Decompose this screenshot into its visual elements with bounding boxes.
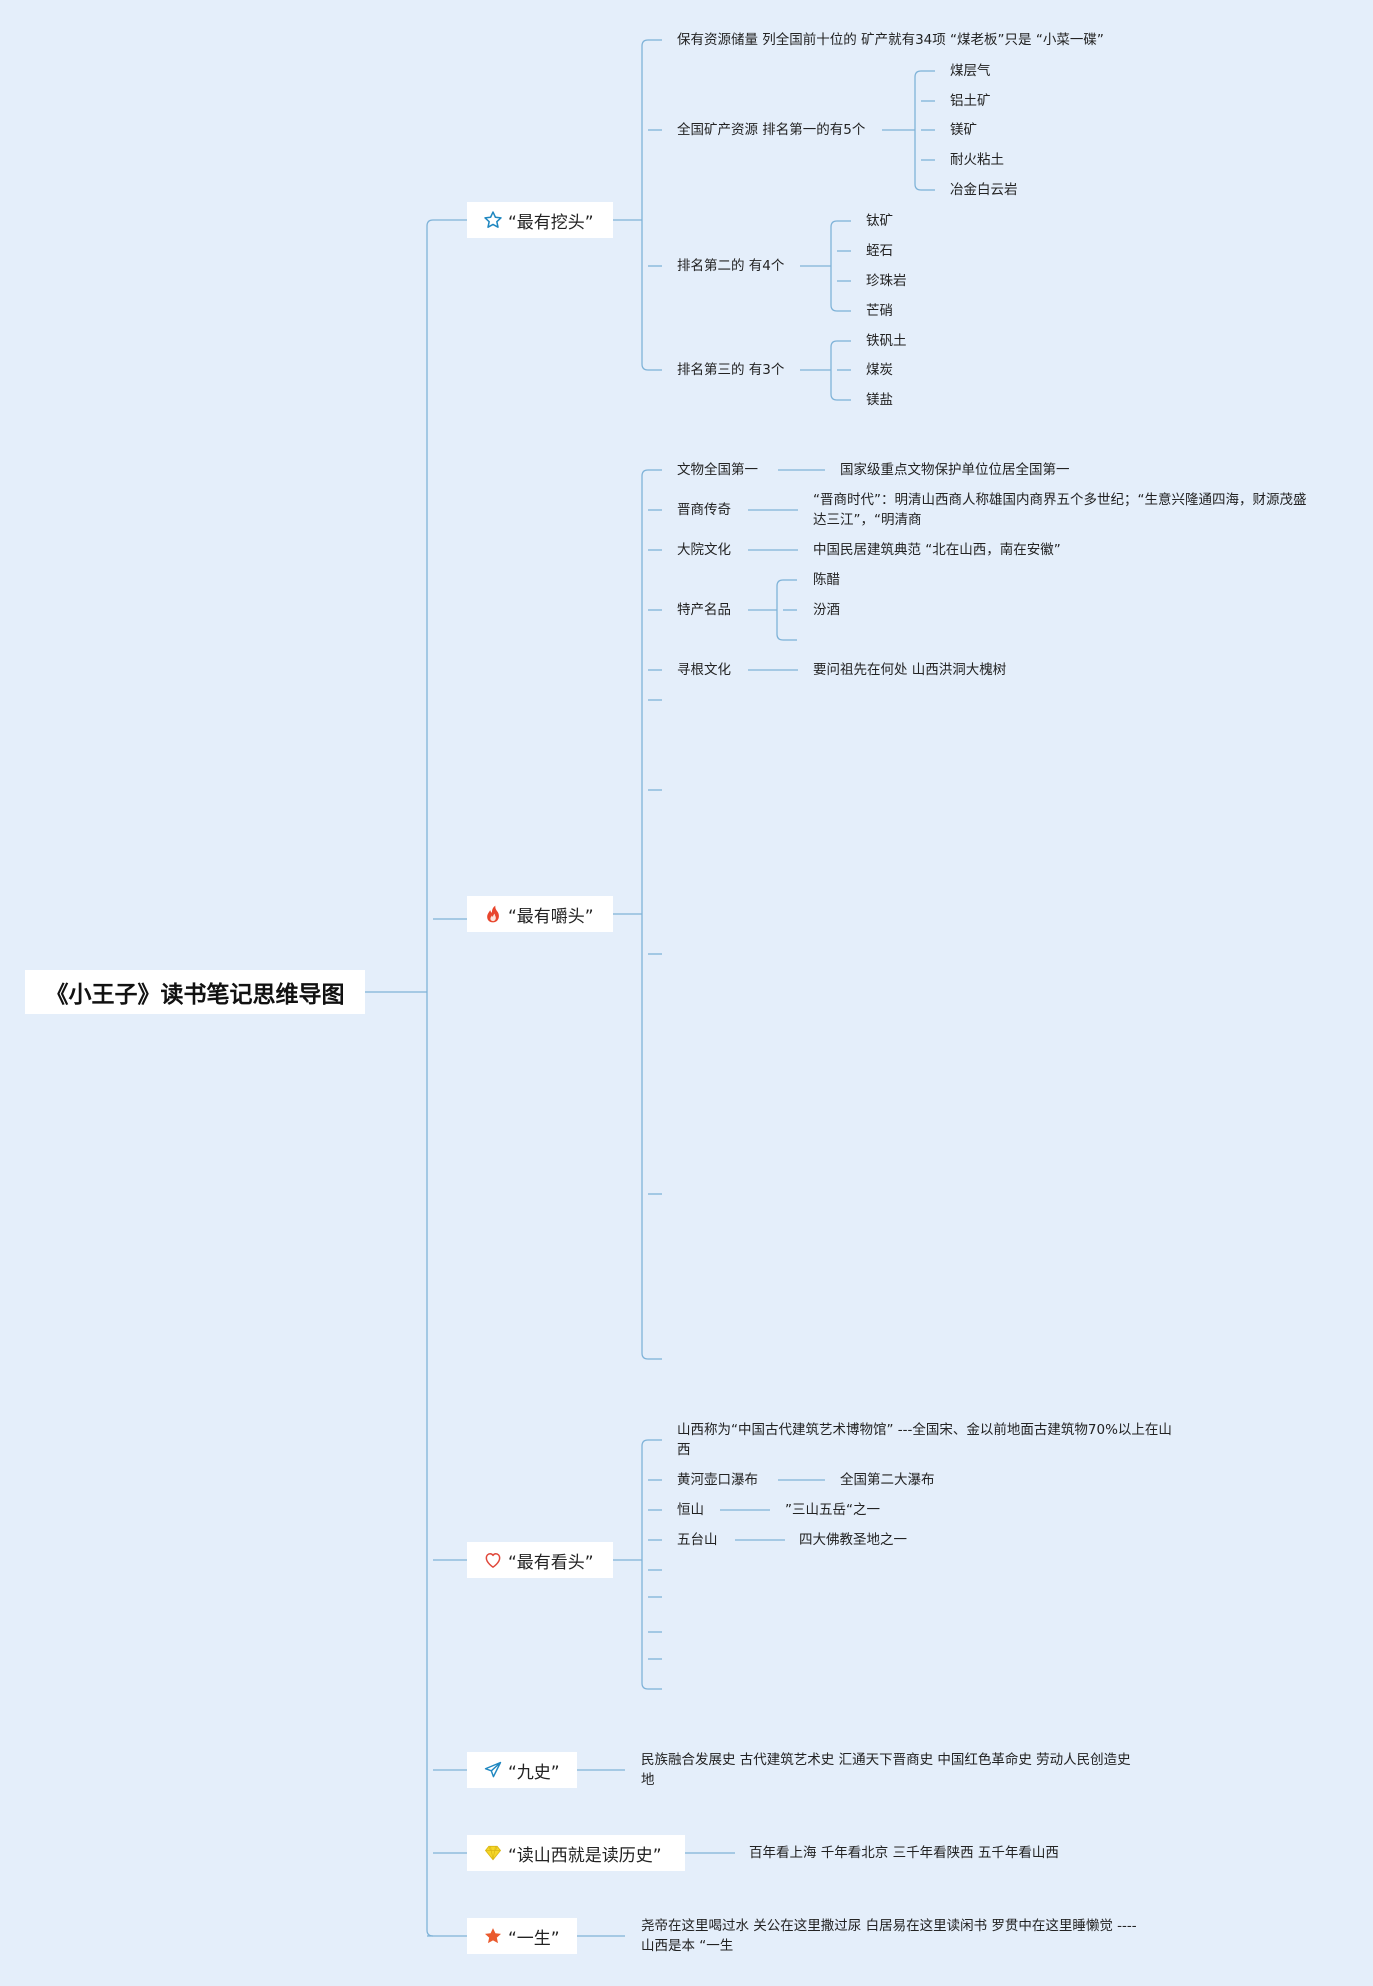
b1-b-child: 铝土矿	[950, 93, 991, 109]
b2-specialty: 陈醋	[813, 572, 840, 588]
b1-c-child: 钛矿	[866, 213, 893, 229]
b4-detail: 民族融合发展史 古代建筑艺术史 汇通天下晋商史 中国红色革命史 劳动人民创造史 …	[641, 1752, 1131, 1788]
b1-item-reserves: 保有资源储量 列全国前十位的 矿产就有34项 “煤老板”只是 “小菜一碟”	[677, 32, 1104, 48]
diamond-icon	[482, 1842, 504, 1864]
b1-b-child: 冶金白云岩	[950, 182, 1018, 198]
b1-item-rank-first: 全国矿产资源 排名第一的有5个	[677, 122, 866, 138]
b6-detail: 尧帝在这里喝过水 关公在这里撒过尿 白居易在这里读闲书 罗贯中在这里睡懒觉 --…	[641, 1918, 1137, 1954]
b3-item-hengshan: 恒山	[677, 1502, 704, 1518]
branch-label: “读山西就是读历史”	[508, 1845, 662, 1866]
b5-detail: 百年看上海 千年看北京 三千年看陕西 五千年看山西	[749, 1845, 1059, 1861]
star-filled-icon	[482, 1925, 504, 1947]
branch-label: “最有挖头”	[508, 212, 594, 233]
paper-plane-icon	[482, 1759, 504, 1781]
b3-hengshan-detail: ”三山五岳“之一	[785, 1502, 880, 1518]
b3-item-hukou: 黄河壶口瀑布	[677, 1472, 758, 1488]
b3-item-museum: 山西称为“中国古代建筑艺术博物馆” ---全国宋、金以前地面古建筑物70%以上在…	[677, 1422, 1172, 1458]
b1-d-child: 铁矾土	[866, 333, 907, 349]
branch-yisheng[interactable]: “一生”	[467, 1918, 577, 1954]
b1-b-child: 耐火粘土	[950, 152, 1004, 168]
b2-item-jinshang: 晋商传奇	[677, 502, 731, 518]
branch-zuiyoukantou[interactable]: “最有看头”	[467, 1542, 613, 1578]
branch-label: “九史”	[508, 1762, 560, 1783]
branch-zuiyoujiaotou[interactable]: “最有嚼头”	[467, 896, 613, 932]
b1-item-rank-third: 排名第三的 有3个	[677, 362, 785, 378]
b2-item-relics: 文物全国第一	[677, 462, 758, 478]
b2-specialty: 汾酒	[813, 602, 840, 618]
branch-jiushi[interactable]: “九史”	[467, 1752, 577, 1788]
b1-d-child: 煤炭	[866, 362, 893, 378]
b2-item-courtyard: 大院文化	[677, 542, 731, 558]
b1-b-child: 煤层气	[950, 63, 991, 79]
b1-c-child: 珍珠岩	[866, 273, 907, 289]
b2-courtyard-detail: 中国民居建筑典范 “北在山西，南在安徽”	[813, 542, 1061, 558]
fire-icon	[482, 903, 504, 925]
b2-roots-detail: 要问祖先在何处 山西洪洞大槐树	[813, 662, 1007, 678]
b2-item-specialties: 特产名品	[677, 602, 731, 618]
branch-zuiyouwatou[interactable]: “最有挖头”	[467, 202, 613, 238]
branch-label: “最有嚼头”	[508, 906, 594, 927]
b3-item-wutaishan: 五台山	[677, 1532, 718, 1548]
branch-label: “一生”	[508, 1928, 560, 1949]
b1-c-child: 蛭石	[866, 243, 893, 259]
b1-b-child: 镁矿	[950, 122, 977, 138]
b2-relics-detail: 国家级重点文物保护单位位居全国第一	[840, 462, 1070, 478]
b1-d-child: 镁盐	[866, 392, 893, 408]
b3-wutaishan-detail: 四大佛教圣地之一	[799, 1532, 907, 1548]
b3-hukou-detail: 全国第二大瀑布	[840, 1472, 935, 1488]
b1-item-rank-second: 排名第二的 有4个	[677, 258, 785, 274]
branch-label: “最有看头”	[508, 1552, 594, 1573]
branch-du-shanxi[interactable]: “读山西就是读历史”	[467, 1835, 685, 1871]
b1-c-child: 芒硝	[866, 303, 893, 319]
heart-outline-icon	[482, 1549, 504, 1571]
b2-jinshang-detail: “晋商时代”：明清山西商人称雄国内商界五个多世纪；“生意兴隆通四海，财源茂盛达三…	[813, 492, 1307, 528]
b2-item-roots: 寻根文化	[677, 662, 731, 678]
root-topic: 《小王子》读书笔记思维导图	[25, 970, 365, 1014]
star-outline-icon	[482, 209, 504, 231]
